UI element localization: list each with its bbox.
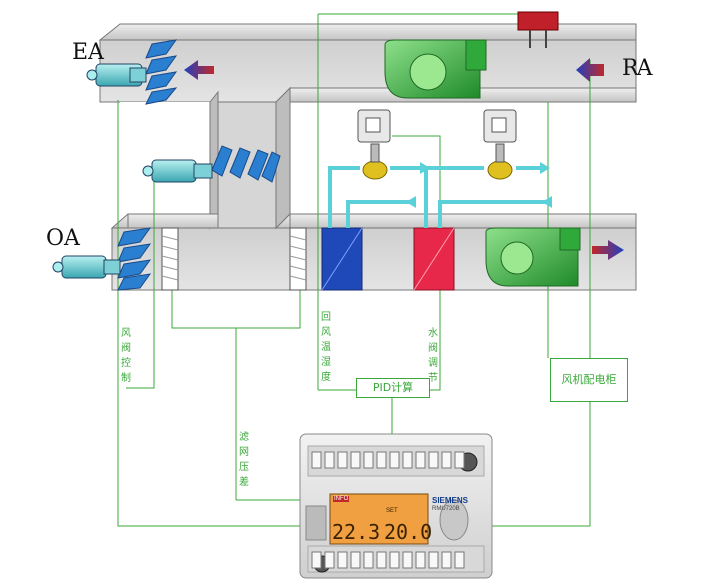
exhaust-air-arrow (184, 60, 214, 80)
duct-sensor (517, 11, 559, 48)
supply-air-arrow (592, 240, 624, 260)
controller-terminal (428, 551, 439, 569)
controller-model: RMU720B (432, 506, 460, 512)
controller-terminal (454, 551, 465, 569)
controller-terminal (350, 551, 361, 569)
mixing-damper-actuator (142, 159, 213, 183)
controller-terminal (441, 451, 452, 469)
controller-set-label: SET (386, 508, 398, 514)
controller-terminal (415, 551, 426, 569)
controller-terminal (363, 451, 374, 469)
controller-reading-left: 22.3 (332, 520, 381, 544)
mixing-gap-right (276, 102, 636, 214)
outdoor-damper-actuator (52, 255, 121, 279)
damper-control-label: 风阀控制 (121, 328, 131, 384)
heating-coil (413, 227, 455, 291)
controller-terminal (311, 551, 322, 569)
mixing-gap-left (120, 102, 210, 214)
controller-terminal (454, 451, 465, 469)
mixing-damper (211, 145, 281, 183)
pid-calc-box: PID计算 (356, 378, 430, 398)
controller-terminal (337, 451, 348, 469)
cooling-coil (321, 227, 363, 291)
fan-panel-box: 风机配电柜 (550, 358, 628, 402)
controller-terminal (350, 451, 361, 469)
controller-lcd (329, 493, 429, 545)
return-air-temp-humidity-label: 回风温湿度 (321, 312, 331, 383)
valve-1 (357, 109, 391, 180)
line-damper-left (117, 100, 302, 527)
controller-ports (311, 451, 465, 569)
controller-terminal (324, 551, 335, 569)
controller-terminal (376, 451, 387, 469)
ra-label: RA (622, 56, 652, 81)
controller-info-tag: INFO (333, 496, 350, 502)
controller-terminal (389, 551, 400, 569)
exhaust-damper-actuator (86, 63, 147, 87)
controller-terminal (441, 551, 452, 569)
controller-terminal (402, 451, 413, 469)
return-air-arrow (576, 58, 604, 82)
controller-terminal (363, 551, 374, 569)
controller-terminal (415, 451, 426, 469)
water-valve-adjust-label: 水阀调节 (428, 328, 438, 384)
controller-terminal (337, 551, 348, 569)
controller-terminal (324, 451, 335, 469)
ea-label: EA (72, 40, 104, 65)
pipe-arrows (406, 162, 552, 208)
return-fan (384, 39, 487, 99)
line-filter-bridge (171, 290, 301, 329)
controller-terminal (376, 551, 387, 569)
controller-terminal (311, 451, 322, 469)
line-damper-mid (126, 170, 155, 389)
lower-duct-inlet-lip (127, 213, 219, 229)
outdoor-damper (117, 227, 152, 291)
lower-duct-top-lip (289, 213, 637, 229)
controller-brand: SIEMENS (432, 496, 469, 505)
valve-2 (483, 109, 517, 180)
controller-terminal (389, 451, 400, 469)
supply-fan (485, 227, 581, 287)
exhaust-damper (145, 39, 178, 105)
controller-terminal (402, 551, 413, 569)
filter-2 (289, 227, 307, 291)
line-sensor-top (318, 13, 549, 24)
controller-reading-right: 20.0 (384, 520, 433, 544)
controller-knob (439, 499, 469, 541)
line-fan-panel (490, 60, 591, 527)
filter-1 (161, 227, 179, 291)
controller-terminal (428, 451, 439, 469)
oa-label: OA (46, 226, 80, 251)
filter-pressure-diff-label: 滤网压差 (239, 432, 249, 488)
